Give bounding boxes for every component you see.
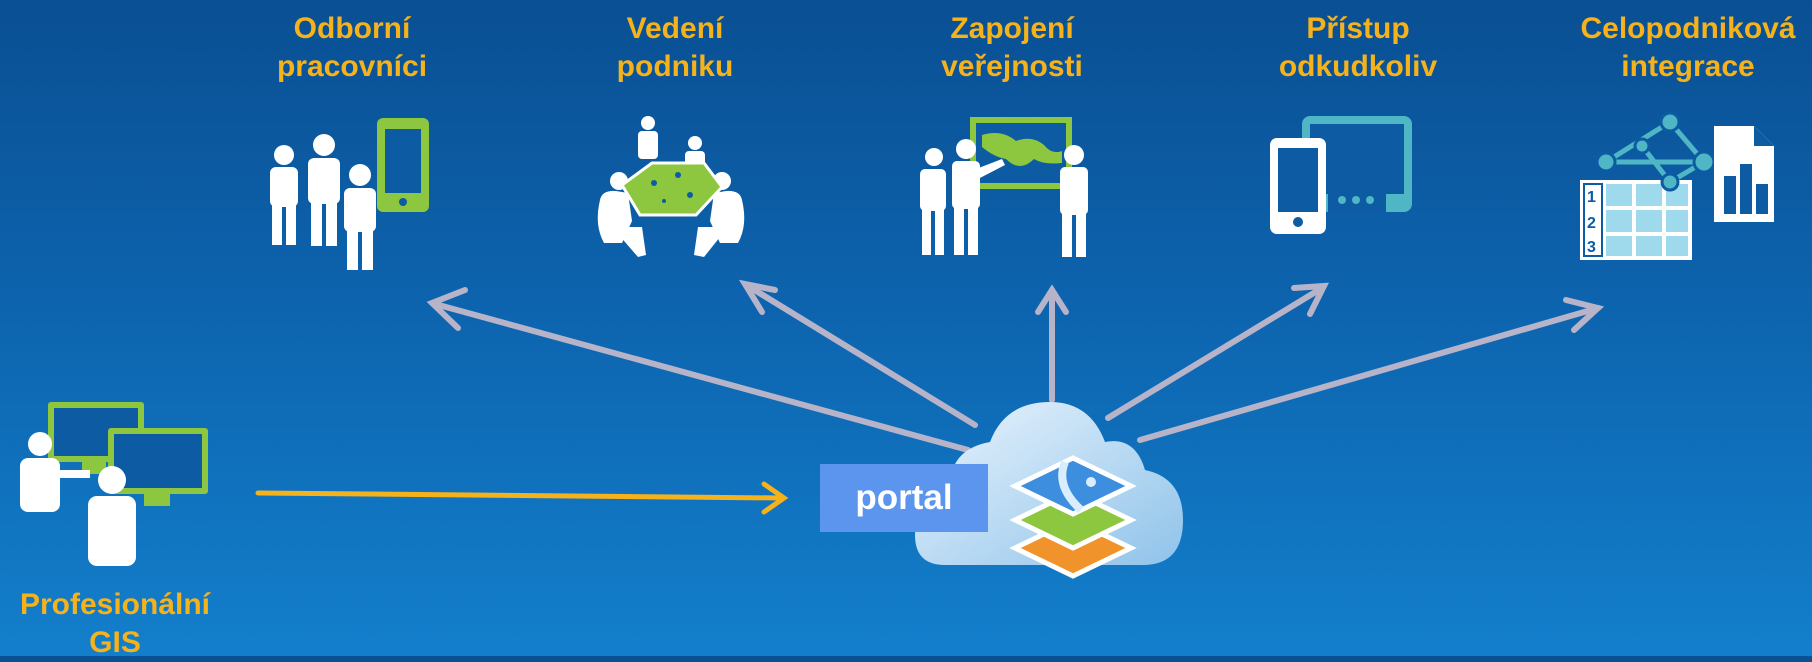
devices-icon [1270,116,1412,234]
portal-label: portal [820,464,988,532]
svg-text:2: 2 [1587,215,1596,232]
arrow-from-gis [255,490,785,501]
arrow-to-anywhere [1105,285,1325,421]
integration-icon: 1 2 3 [1580,112,1774,260]
arrow-to-integration [1137,305,1601,443]
presentation-map-icon [920,117,1088,257]
svg-text:1: 1 [1587,189,1596,206]
arrow-to-management [745,283,978,428]
svg-text:3: 3 [1587,239,1596,256]
field-workers-icon [270,118,429,270]
meeting-icon [597,116,745,257]
arrow-to-field-workers [432,301,971,453]
gis-professionals-icon [20,402,208,566]
